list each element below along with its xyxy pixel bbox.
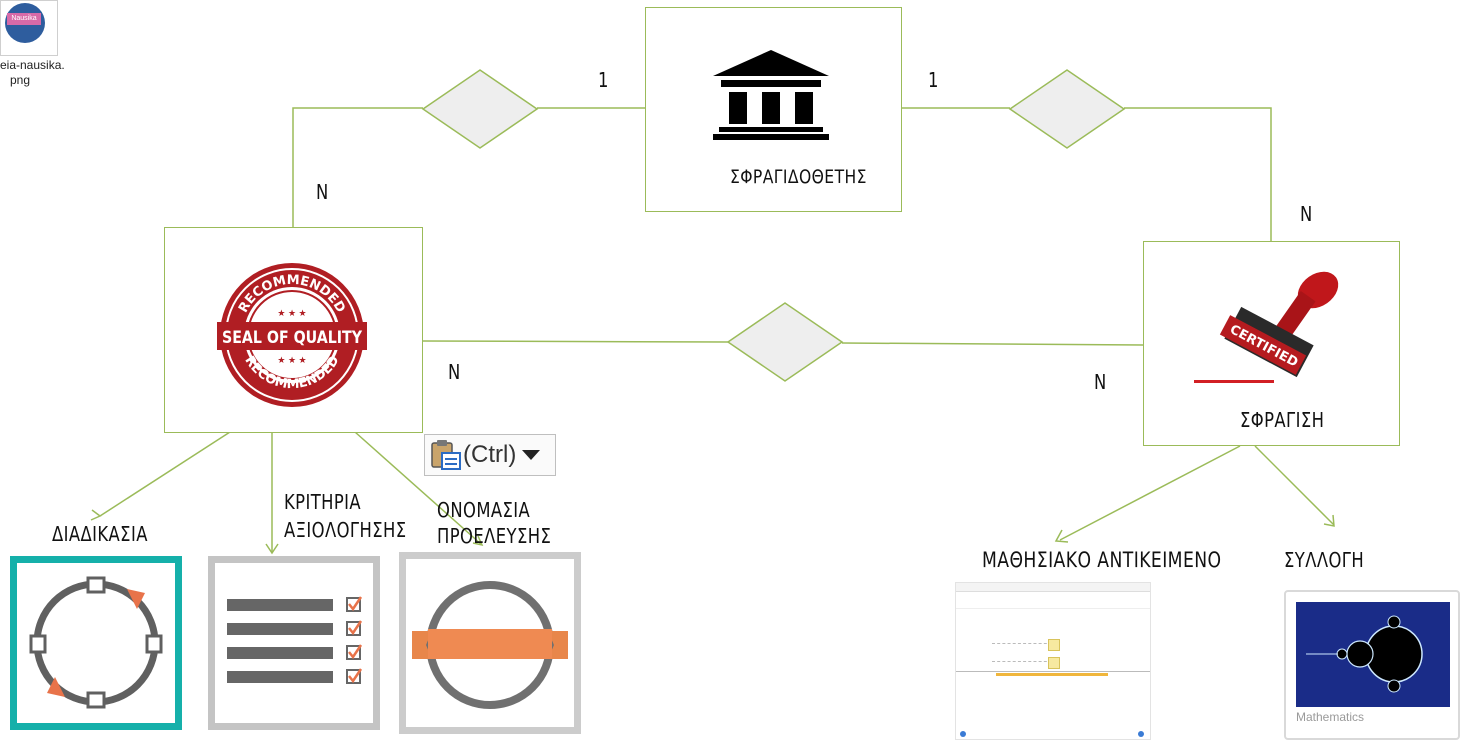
entity-label-sealing: ΣΦΡΑΓΙΣΗ (1240, 408, 1325, 432)
entity-label-seal-issuer: ΣΦΡΑΓΙΔΟΘΕΤΗΣ (730, 166, 867, 188)
relationship-diamond-left (421, 69, 539, 149)
institution-icon (713, 50, 829, 140)
cardinality-seal-top: N (316, 180, 329, 204)
paste-options-button[interactable]: (Ctrl) (424, 434, 556, 476)
attr-label-criteria-2: ΑΞΙΟΛΟΓΗΣΗΣ (284, 518, 407, 542)
attr-label-origin-2: ΠΡΟΕΛΕΥΣΗΣ (437, 524, 552, 548)
file-name[interactable]: eia-nausika. png (0, 58, 80, 88)
process-icon (10, 556, 182, 730)
evaluation-criteria-icon (208, 556, 380, 730)
cardinality-sealing-top: N (1300, 202, 1313, 226)
file-name-line1: eia-nausika. (0, 58, 65, 72)
entity-seal-issuer[interactable]: ΣΦΡΑΓΙΔΟΘΕΤΗΣ (645, 7, 902, 212)
cardinality-seal-right: N (448, 360, 461, 384)
cardinality-issuer-right: 1 (928, 68, 939, 92)
collection-card-caption: Mathematics (1296, 710, 1365, 724)
entity-sealing[interactable]: CERTIFIED ΣΦΡΑΓΙΣΗ (1143, 241, 1400, 446)
dropdown-arrow-icon (522, 450, 541, 460)
clipboard-icon (429, 439, 463, 471)
learning-object-thumbnail (955, 582, 1151, 740)
relationship-diamond-middle (726, 302, 844, 382)
file-name-line2: png (10, 73, 31, 87)
seal-center-text: SEAL OF QUALITY (222, 328, 363, 348)
stamp-image: CERTIFIED (1194, 271, 1339, 383)
cardinality-issuer-left: 1 (598, 68, 609, 92)
mandelbrot-image (1296, 602, 1450, 707)
origin-name-icon (399, 552, 581, 734)
cardinality-sealing-left: N (1094, 370, 1107, 394)
attr-label-process: ΔΙΑΔΙΚΑΣΙΑ (52, 522, 148, 546)
seal-of-quality-image: RECOMMENDED RECOMMENDED SEAL OF QUALITY … (217, 263, 367, 407)
svg-text:★ ★ ★: ★ ★ ★ (277, 308, 306, 318)
file-thumbnail[interactable]: Nausika (0, 0, 58, 56)
attr-label-origin-1: ΟΝΟΜΑΣΙΑ (437, 498, 531, 522)
svg-text:★ ★ ★: ★ ★ ★ (277, 355, 306, 365)
collection-card[interactable]: Mathematics (1284, 590, 1460, 740)
file-thumbnail-badge: Nausika (7, 13, 41, 25)
entity-quality-seal[interactable]: RECOMMENDED RECOMMENDED SEAL OF QUALITY … (164, 227, 423, 433)
attr-label-collection: ΣΥΛΛΟΓΗ (1284, 548, 1365, 572)
attr-label-criteria-1: ΚΡΙΤΗΡΙΑ (284, 490, 362, 514)
paste-options-label: (Ctrl) (463, 441, 517, 468)
attr-label-learning-object: ΜΑΘΗΣΙΑΚΟ ΑΝΤΙΚΕΙΜΕΝΟ (982, 548, 1222, 572)
relationship-diamond-right (1008, 69, 1126, 149)
